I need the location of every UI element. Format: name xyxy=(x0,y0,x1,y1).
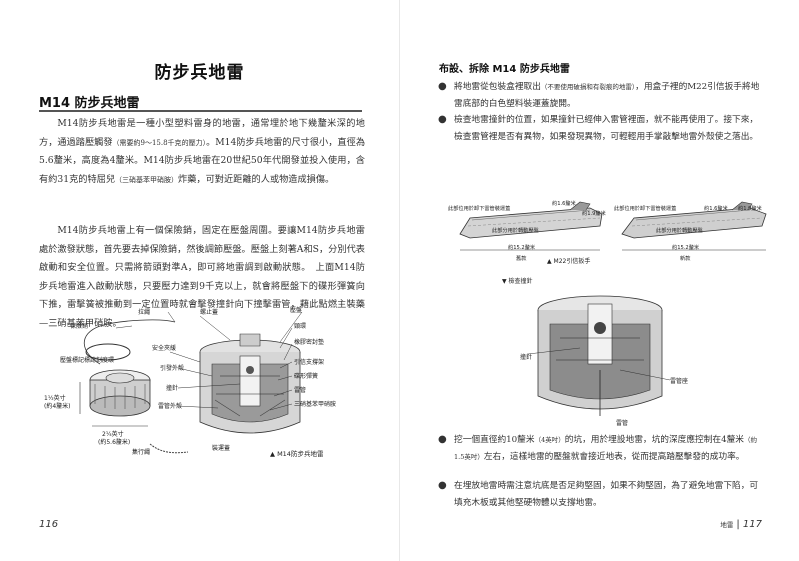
wrench-caption: ▲ M22引信扳手 xyxy=(547,258,591,265)
folio-separator: | xyxy=(736,519,743,530)
bullet-text: 檢查地雷撞針的位置，如果撞針已經伸入雷管裡面，就不能再使用了。接下來，檢查雷管裡… xyxy=(454,115,759,142)
page-title: 防步兵地雷 xyxy=(154,63,245,83)
label-seal: 橡膠密封墊 xyxy=(294,338,324,346)
page-gutter xyxy=(399,0,400,561)
bullet-dot-icon: ● xyxy=(438,114,447,125)
label-width-dim: 2¼英寸(約5.6釐米) xyxy=(98,430,130,446)
m14-mine-diagram: 拉繩 保險銷 壓盤標記標誌刻度環 安全夾緩 螺止蓋 壓盤 引發外殼 撞針 雷管外… xyxy=(44,306,336,458)
bullet-item: ● 將地雷從包裝盒裡取出（不要使用破損和有裂痕的地雷），用盒子裡的M22引信扳手… xyxy=(438,79,764,112)
label-turn-plate-old: 此部分用於轉動壓盤 xyxy=(492,228,539,234)
wrench-labels: 此部位用於卸下雷管裝運蓋 約1.6釐米 約1.9釐米 此部位用於卸下雷管裝運蓋 … xyxy=(448,200,788,270)
figure-caption: ▲ M14防步兵地雷 xyxy=(270,449,323,458)
mine-exterior-icon xyxy=(89,369,151,417)
label-belleville-spring: 碟形彈簧 xyxy=(294,372,318,380)
check-striker-figure xyxy=(527,295,671,416)
bullet-dot-icon: ● xyxy=(438,480,447,491)
bullet-dot-icon: ● xyxy=(438,434,447,445)
label-striker: 撞針 xyxy=(166,384,178,392)
mine-cutaway-icon xyxy=(199,333,301,434)
page-number: 116 xyxy=(39,519,59,530)
label-turn-plate-new: 此部分用於轉動壓盤 xyxy=(656,228,703,234)
page-number: 117 xyxy=(742,519,762,530)
label-right-cover-part: 此部位用於卸下雷管裝運蓋 xyxy=(614,206,677,212)
intro-text-a: M14防步兵地雷是一種小型塑料雷身的地雷，通常埋於地下幾釐米深的地方，通過踏壓觸… xyxy=(39,118,365,148)
bullet-text: 將地雷從包裝盒裡取出（不要使用破損和有裂痕的地雷），用盒子裡的M22引信扳手將地… xyxy=(454,79,764,112)
label-length-new: 約15.2釐米 xyxy=(672,245,700,251)
mechanism-paragraph: M14防步兵地雷上有一個保險銷，固定在壓盤周圍。要讓M14防步兵地雷處於激發狀態… xyxy=(39,225,365,329)
bullet1-text-b: ，用盒子裡的M22引信扳手將地雷底部的白色塑料裝運蓋旋開。 xyxy=(454,82,760,109)
bullet-text: 挖一個直徑約10釐米（4英吋）的坑，用於埋設地雷，坑的深度應控制在4釐米（約1.… xyxy=(454,432,764,465)
left-page: 防步兵地雷 M14 防步兵地雷 M14防步兵地雷是一種小型塑料雷身的地雷，通常埋… xyxy=(0,0,399,561)
label-anchor-cord: 集行繩 xyxy=(132,448,150,456)
bullet-item: ● 挖一個直徑約10釐米（4英吋）的坑，用於埋設地雷，坑的深度應控制在4釐米（約… xyxy=(438,432,764,465)
label-pressure-mark: 壓盤標記標誌刻度環 xyxy=(60,356,114,364)
label-old-model: 舊款 xyxy=(516,256,527,262)
intro-text-c: 炸藥，可對近距離的人或物造成損傷。 xyxy=(178,173,335,185)
label-safety-pin: 保險銷 xyxy=(70,322,88,330)
wrench-old-icon xyxy=(459,201,603,239)
intro-paragraph: M14防步兵地雷是一種小型塑料雷身的地雷，通常埋於地下幾釐米深的地方，通過踏壓觸… xyxy=(39,115,365,189)
bullet-text: 在埋放地雷時需注意坑底是否足夠堅固，如果不夠堅固，為了避免地雷下陷，可填充木板或… xyxy=(454,481,759,508)
label-pull-ring: 拉繩 xyxy=(138,308,150,316)
m22-wrench-figure xyxy=(459,201,767,251)
bullet1-note: （不要使用破損和有裂痕的地雷） xyxy=(540,83,636,91)
label-shipping-cover: 裝運蓋 xyxy=(212,444,230,452)
label-striker: 撞針 xyxy=(520,354,533,361)
bullet-dot-icon: ● xyxy=(438,81,447,92)
label-neck-ring: 頸環 xyxy=(294,323,306,330)
bullet-item: ● 檢查地雷撞針的位置，如果撞針已經伸入雷管裡面，就不能再使用了。接下來，檢查雷… xyxy=(438,112,764,145)
label-dim-16-old: 約1.6釐米 xyxy=(552,201,576,207)
label-thread-cover: 螺止蓋 xyxy=(200,308,218,316)
section-rule xyxy=(39,110,362,112)
wrench-new-icon xyxy=(621,201,767,239)
label-new-model: 新款 xyxy=(680,256,691,262)
check-striker-caption: ▼ 檢查撞針 xyxy=(502,278,533,285)
label-detonator: 雷管 xyxy=(616,420,629,427)
intro-text-b: 。M14防步兵地雷的尺寸很小，直徑為5.6釐米，高度為4釐米。M14防步兵地雷在… xyxy=(39,136,366,185)
label-safety-clip: 安全夾緩 xyxy=(152,344,176,352)
intro-note-b: （三硝基苯甲硝胺） xyxy=(115,175,179,184)
label-pressure-plate: 壓盤 xyxy=(290,306,302,314)
intro-note-a: （需要約9～15.8千克的壓力） xyxy=(112,138,207,147)
label-height-dim: 1½英寸(約4釐米) xyxy=(44,394,71,410)
label-dim-19-old: 約1.9釐米 xyxy=(582,211,606,217)
label-detonator: 雷管 xyxy=(294,386,306,394)
label-detonator-case: 雷管外殼 xyxy=(158,402,182,410)
section-name: 地雷 xyxy=(720,521,734,529)
label-dim-19-new: 約1.9釐米 xyxy=(738,206,762,212)
bullet3-text-b: 的坑，用於埋設地雷，坑的深度應控制在4釐米 xyxy=(564,435,744,445)
section-heading: M14 防步兵地雷 xyxy=(39,96,140,111)
label-dim-16-new: 約1.6釐米 xyxy=(704,206,728,212)
label-detonator-hole: 雷管座 xyxy=(670,378,689,385)
section-heading: 布設、拆除 M14 防步兵地雷 xyxy=(439,64,570,75)
label-left-cover-part: 此部位用於卸下雷管裝運蓋 xyxy=(448,206,511,212)
bullet1-text-a: 將地雷從包裝盒裡取出 xyxy=(454,82,541,92)
label-main-charge: 三硝基苯甲硝胺 xyxy=(294,400,336,408)
bullet3-text-c: 左右，這樣地雷的壓盤就會接近地表，從而提高踏壓擊發的成功率。 xyxy=(483,451,745,462)
label-length-old: 約15.2釐米 xyxy=(508,245,536,251)
page-folio: 地雷| 117 xyxy=(720,519,762,530)
right-page: 布設、拆除 M14 防步兵地雷 ● 將地雷從包裝盒裡取出（不要使用破損和有裂痕的… xyxy=(400,0,799,561)
bullet3-text-a: 挖一個直徑約10釐米 xyxy=(454,435,535,445)
bullet3-note-a: （4英吋） xyxy=(534,436,565,444)
bullet-item: ● 在埋放地雷時需注意坑底是否足夠堅固，如果不夠堅固，為了避免地雷下陷，可填充木… xyxy=(438,478,764,511)
label-firing-housing: 引發外殼 xyxy=(160,364,184,372)
bullet3-note-b: （約1.5英吋） xyxy=(454,436,757,461)
label-fuze-support: 引信支撐架 xyxy=(294,358,324,366)
